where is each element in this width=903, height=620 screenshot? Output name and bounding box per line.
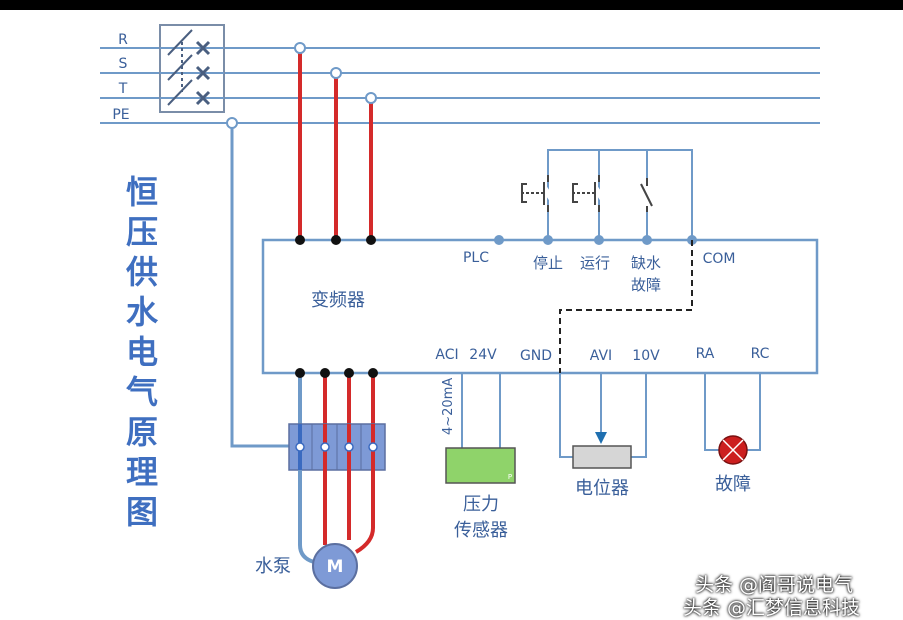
tap-node-s [330,67,342,79]
tap-node-t [365,92,377,104]
terminal-plc [494,235,504,245]
watermark-line-2: 头条 @汇梦信息科技 [683,597,861,619]
ground-wire [230,123,298,448]
run-button-symbol [572,175,610,212]
label-run: 运行 [580,254,610,272]
pump-motor [312,543,358,589]
water-fault-switch-symbol [640,178,653,212]
ground-node [226,117,238,129]
output-terminal-pe [295,368,305,378]
label-current-range: 4~20mA [441,378,456,435]
terminal-stop [543,235,553,245]
potentiometer [572,445,632,469]
output-power-wires [323,373,375,424]
label-r: R [118,32,128,48]
wiper-arrow [595,432,607,444]
control-switches [547,149,693,240]
terminal-block [288,423,386,471]
stop-button-symbol [521,175,559,212]
label-ra: RA [696,346,715,362]
breaker-switch [159,24,225,113]
sensor-label-2: 传感器 [454,520,508,541]
label-t: T [118,81,128,97]
input-power-wires [298,48,373,240]
fault-lamp [718,435,748,465]
label-plc: PLC [463,250,489,266]
com-gnd-link [559,240,693,373]
title-char: 压 [125,213,158,251]
label-gnd: GND [520,348,552,364]
terminal-run [594,235,604,245]
fault-label: 故障 [715,474,751,495]
title-char: 供 [125,253,158,291]
title-char: 气 [125,373,158,411]
label-aci: ACI [435,347,458,363]
pressure-sensor [445,447,516,484]
sensor-label-1: 压力 [463,494,499,515]
input-terminal-t [366,235,376,245]
sensor-mark: P [508,473,512,481]
label-stop: 停止 [533,254,563,272]
output-terminal-w [368,368,378,378]
input-terminal-s [331,235,341,245]
output-terminal-v [344,368,354,378]
input-terminal-r [295,235,305,245]
label-no-water-1: 缺水 [631,254,661,272]
motor-label: M [327,557,344,577]
potentiometer-wiring [559,373,647,458]
diagram-title: 恒 压 供 水 电 气 原 理 图 [122,172,162,532]
label-com: COM [703,251,736,267]
label-10v: 10V [632,348,660,364]
tap-node-r [294,42,306,54]
title-char: 图 [125,493,158,531]
sensor-wiring [461,373,501,448]
inverter-box [261,238,819,375]
label-pe: PE [112,107,129,123]
label-avi: AVI [590,348,612,364]
label-rc: RC [751,346,770,362]
label-24v: 24V [469,347,497,363]
title-char: 原 [125,413,158,451]
title-char: 水 [125,293,158,331]
label-no-water-2: 故障 [631,276,661,294]
fault-lamp-wiring [704,373,761,451]
potentiometer-label: 电位器 [575,478,629,499]
label-s: S [119,56,128,72]
output-terminal-u [320,368,330,378]
terminal-no-water [642,235,652,245]
top-bar [0,0,903,10]
title-char: 电 [125,333,158,371]
motor-leads [298,470,375,564]
inverter-label: 变频器 [311,290,365,311]
watermark-line-1: 头条 @阎哥说电气 [695,574,854,596]
pump-label: 水泵 [255,556,291,577]
title-char: 恒 [125,173,158,211]
title-char: 理 [125,453,158,491]
